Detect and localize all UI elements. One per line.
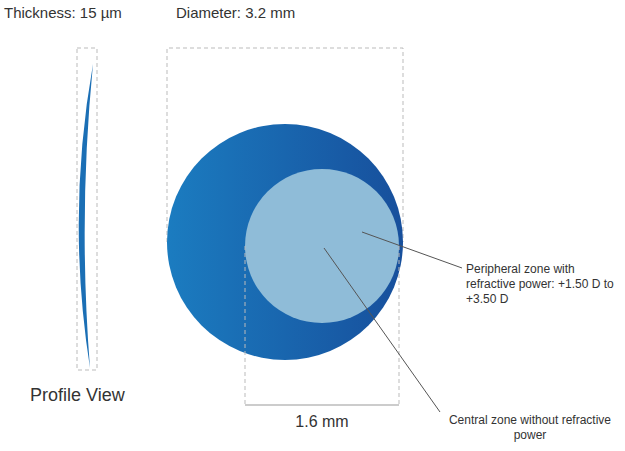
dimension-line xyxy=(245,405,399,406)
dimension-label: Thickness: 15 µm xyxy=(4,4,122,23)
callout-label: Peripheral zone with refractive power: +… xyxy=(466,262,620,307)
central-zone xyxy=(245,169,399,323)
leader-line xyxy=(362,232,462,268)
view-label: Profile View xyxy=(30,384,125,407)
dimension-guides xyxy=(245,246,399,405)
dimension-label: Diameter: 3.2 mm xyxy=(176,4,295,23)
callout-label: Central zone without refractive power xyxy=(446,413,614,443)
peripheral-zone xyxy=(167,124,403,360)
lens-profile xyxy=(79,64,93,368)
leader-line xyxy=(324,248,440,412)
profile-frame xyxy=(77,48,97,370)
dimension-label: 1.6 mm xyxy=(292,412,352,432)
